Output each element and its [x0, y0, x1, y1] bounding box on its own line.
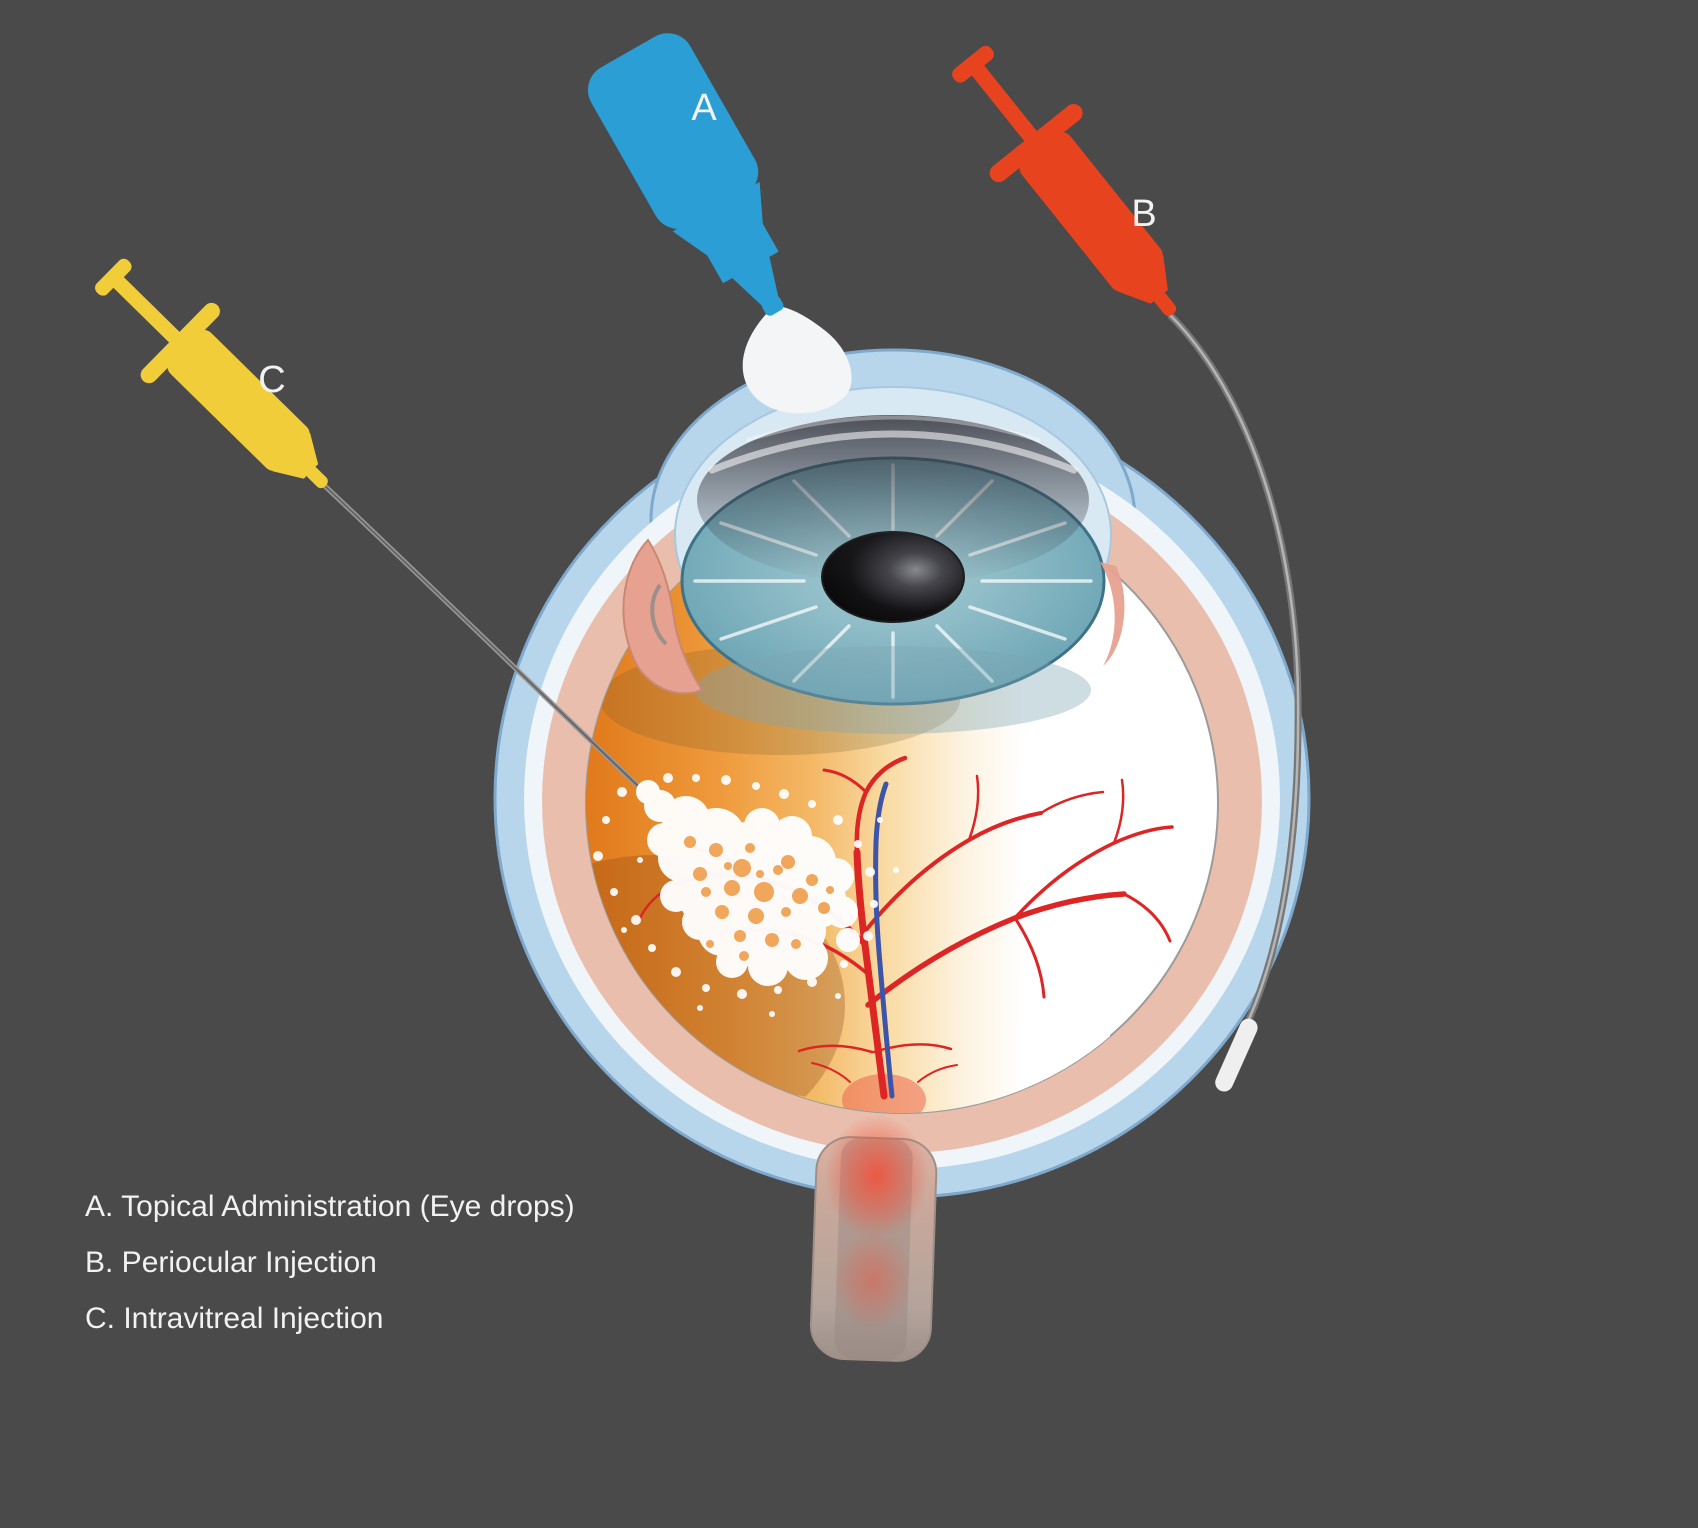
label-c: C: [258, 359, 285, 401]
drug-dispersion-cloud: [593, 773, 899, 1017]
legend-item-intravitreal: C. Intravitreal Injection: [85, 1302, 383, 1335]
anterior-chamber-shading: [697, 415, 1089, 585]
eye-drop: [742, 306, 852, 414]
dispersion-droplets: [593, 773, 899, 1017]
ciliary-body-right: [1100, 562, 1125, 666]
needle-c: [323, 484, 641, 789]
legend-item-periocular: B. Periocular Injection: [85, 1246, 377, 1279]
legend: A. Topical Administration (Eye drops) B.…: [85, 1190, 575, 1335]
ciliary-fold-line: [650, 583, 668, 646]
needle-b-tip-sheath: [1215, 1018, 1258, 1092]
needle-b-curved: [1167, 312, 1302, 1046]
cornea-highlights: [708, 415, 1078, 474]
lens-shadow-band: [695, 646, 1091, 734]
dispersion-lace-holes: [684, 836, 834, 961]
eye-cross-section: [323, 348, 1311, 1362]
optic-nerve: [809, 1114, 938, 1362]
label-a: A: [691, 87, 717, 129]
eye-dropper-bottle: [587, 33, 784, 316]
ciliary-body-left: [622, 538, 704, 695]
legend-item-topical: A. Topical Administration (Eye drops): [85, 1190, 575, 1223]
label-b: B: [1131, 193, 1156, 235]
nerve-head-glow: [824, 1114, 929, 1239]
